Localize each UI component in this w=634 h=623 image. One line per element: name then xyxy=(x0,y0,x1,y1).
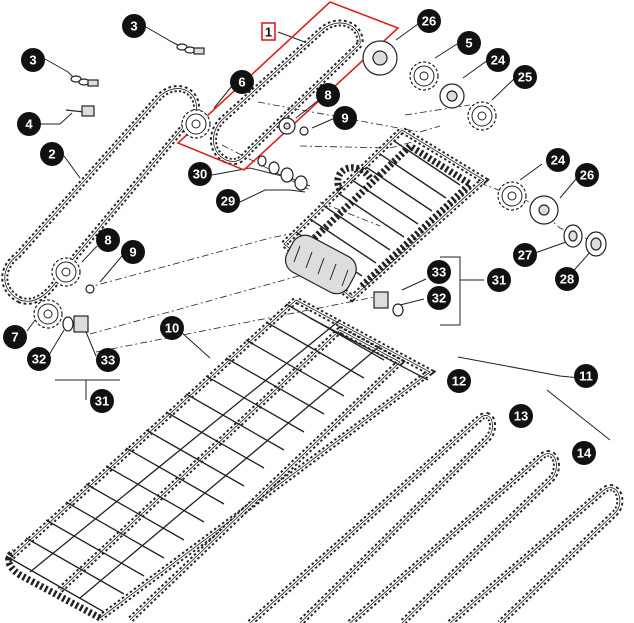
callout-label: 5 xyxy=(465,36,472,51)
sprocket-8-left xyxy=(51,257,95,294)
callout-4[interactable]: 4 xyxy=(17,112,41,136)
upper-conveyor-assembly xyxy=(278,125,490,303)
bushing-8-top xyxy=(278,117,309,136)
callout-label: 8 xyxy=(324,88,331,103)
callout-label: 7 xyxy=(11,330,18,345)
callout-33-right[interactable]: 33 xyxy=(427,260,451,284)
callout-9-top[interactable]: 9 xyxy=(333,106,357,130)
callout-32-left[interactable]: 32 xyxy=(27,347,51,371)
callout-5[interactable]: 5 xyxy=(457,31,481,55)
callout-24-top[interactable]: 24 xyxy=(486,48,510,72)
callout-label: 1 xyxy=(265,25,272,40)
callout-label: 3 xyxy=(130,19,137,34)
callout-label: 33 xyxy=(101,353,115,368)
callout-label: 9 xyxy=(341,111,348,126)
callout-30[interactable]: 30 xyxy=(188,162,212,186)
chain-14 xyxy=(447,484,624,623)
sprocket-6 xyxy=(181,109,211,139)
callout-7[interactable]: 7 xyxy=(3,325,27,349)
offset-link-4 xyxy=(65,105,95,117)
chain-12 xyxy=(247,412,497,623)
callout-label: 28 xyxy=(560,272,574,287)
callout-26-right[interactable]: 26 xyxy=(575,163,599,187)
bearing-27-28 xyxy=(563,224,607,257)
bearing-32-33-right xyxy=(373,291,404,317)
chain-13 xyxy=(347,450,560,623)
callout-11[interactable]: 11 xyxy=(574,364,598,388)
callout-label: 9 xyxy=(129,245,136,260)
washers-29-30 xyxy=(257,155,308,191)
callout-32-right[interactable]: 32 xyxy=(427,286,451,310)
callout-8-left[interactable]: 8 xyxy=(96,228,120,252)
callout-6[interactable]: 6 xyxy=(230,70,254,94)
callout-10[interactable]: 10 xyxy=(160,316,184,340)
callout-label: 10 xyxy=(165,321,179,336)
callout-14[interactable]: 14 xyxy=(572,441,596,465)
callout-label: 32 xyxy=(432,291,446,306)
callout-label: 26 xyxy=(422,14,436,29)
callout-3-top[interactable]: 3 xyxy=(122,14,146,38)
callout-28[interactable]: 28 xyxy=(555,267,579,291)
sprocket-5-group xyxy=(362,40,497,131)
callout-2[interactable]: 2 xyxy=(40,142,64,166)
callout-8-top[interactable]: 8 xyxy=(316,83,340,107)
callout-31-right[interactable]: 31 xyxy=(487,268,511,292)
callout-29[interactable]: 29 xyxy=(216,189,240,213)
callout-label: 11 xyxy=(579,369,593,384)
callout-label: 2 xyxy=(48,147,55,162)
callout-26-top[interactable]: 26 xyxy=(417,9,441,33)
callout-24-right[interactable]: 24 xyxy=(546,148,570,172)
callout-label: 14 xyxy=(577,446,592,461)
callout-label: 33 xyxy=(432,265,446,280)
callout-label: 13 xyxy=(514,409,528,424)
callout-label: 32 xyxy=(32,352,46,367)
callout-27[interactable]: 27 xyxy=(513,243,537,267)
conveyor-chain-10 xyxy=(5,295,437,623)
callout-1[interactable]: 1 xyxy=(261,22,276,41)
alignment-lines xyxy=(85,101,591,353)
bearing-32-33-left xyxy=(62,315,89,333)
callout-13[interactable]: 13 xyxy=(509,404,533,428)
callout-31-left[interactable]: 31 xyxy=(90,389,114,413)
callout-label: 8 xyxy=(104,233,111,248)
callout-label: 6 xyxy=(238,75,245,90)
callout-12[interactable]: 12 xyxy=(447,369,471,393)
drive-chain-2 xyxy=(1,85,200,305)
callout-label: 4 xyxy=(25,117,33,132)
sprocket-7 xyxy=(33,299,63,329)
callout-label: 31 xyxy=(95,394,109,409)
callout-label: 24 xyxy=(491,53,506,68)
callout-label: 24 xyxy=(551,153,566,168)
callout-25[interactable]: 25 xyxy=(513,65,537,89)
drive-chain-1 xyxy=(210,19,364,166)
callout-label: 12 xyxy=(452,374,466,389)
callout-label: 3 xyxy=(29,53,36,68)
leader-lines xyxy=(26,23,611,441)
callout-9-left[interactable]: 9 xyxy=(121,240,145,264)
callout-label: 25 xyxy=(518,70,532,85)
connecting-link-3-left xyxy=(70,75,99,87)
callout-label: 29 xyxy=(221,194,235,209)
callout-3-left[interactable]: 3 xyxy=(21,48,45,72)
callout-label: 30 xyxy=(193,167,207,182)
highlight-box-part-1 xyxy=(176,1,400,171)
callout-label: 27 xyxy=(518,248,532,263)
connecting-link-3-top xyxy=(176,43,205,55)
callout-label: 26 xyxy=(580,168,594,183)
sprocket-24-right xyxy=(497,181,559,225)
callout-label: 31 xyxy=(492,273,506,288)
callout-33-left[interactable]: 33 xyxy=(96,348,120,372)
